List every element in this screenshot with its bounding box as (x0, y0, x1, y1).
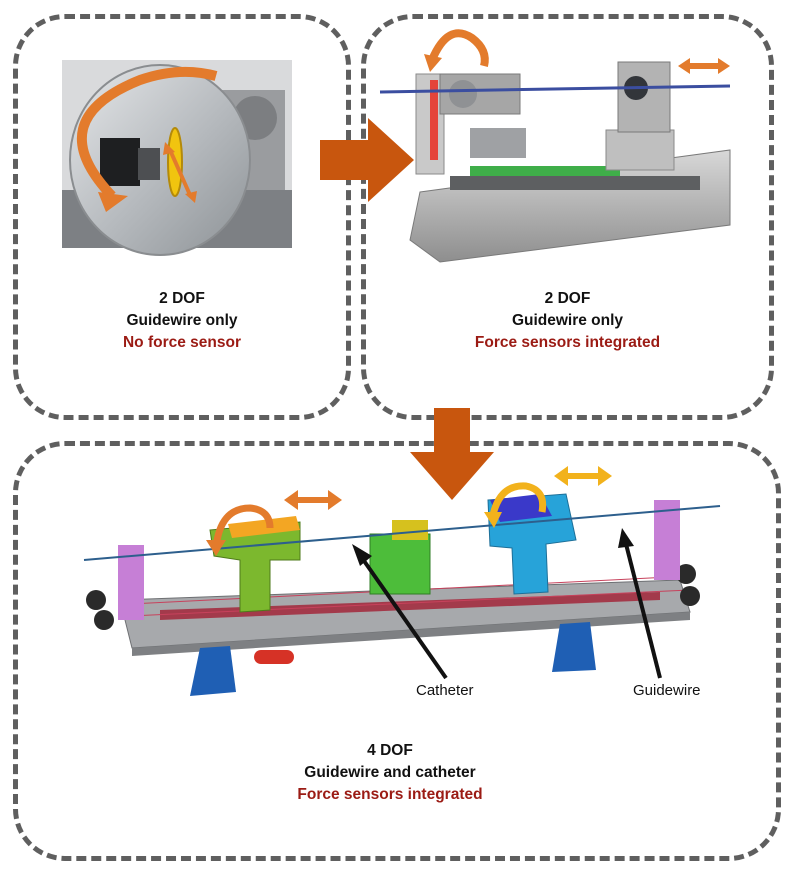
caption-first-generation: 2 DOF Guidewire only No force sensor (18, 288, 346, 354)
sensor-label: No force sensor (122, 334, 241, 351)
caption-second-generation: 2 DOF Guidewire only Force sensors integ… (365, 288, 770, 354)
caption-third-generation: 4 DOF Guidewire and catheter Force senso… (180, 740, 600, 806)
robot-photo-third-generation (83, 466, 721, 696)
catheter-pointer-arrow (352, 544, 448, 680)
dof-label: 2 DOF (544, 290, 591, 307)
guidewire-pointer-arrow (618, 528, 662, 679)
robot-photo-first-generation (62, 60, 292, 256)
guidewire-label: Guidewire (633, 682, 701, 699)
flow-arrow-down (410, 408, 494, 500)
scope-label: Guidewire only (126, 312, 238, 329)
scope-label: Guidewire only (511, 312, 624, 329)
dof-label: 2 DOF (159, 290, 205, 307)
sensor-label: Force sensors integrated (474, 334, 661, 351)
dof-label: 4 DOF (367, 742, 413, 759)
sensor-label: Force sensors integrated (297, 786, 483, 803)
robot-photo-second-generation (379, 24, 731, 263)
flow-arrow-right (320, 118, 414, 202)
catheter-label: Catheter (416, 682, 474, 699)
scope-label: Guidewire and catheter (304, 764, 476, 781)
